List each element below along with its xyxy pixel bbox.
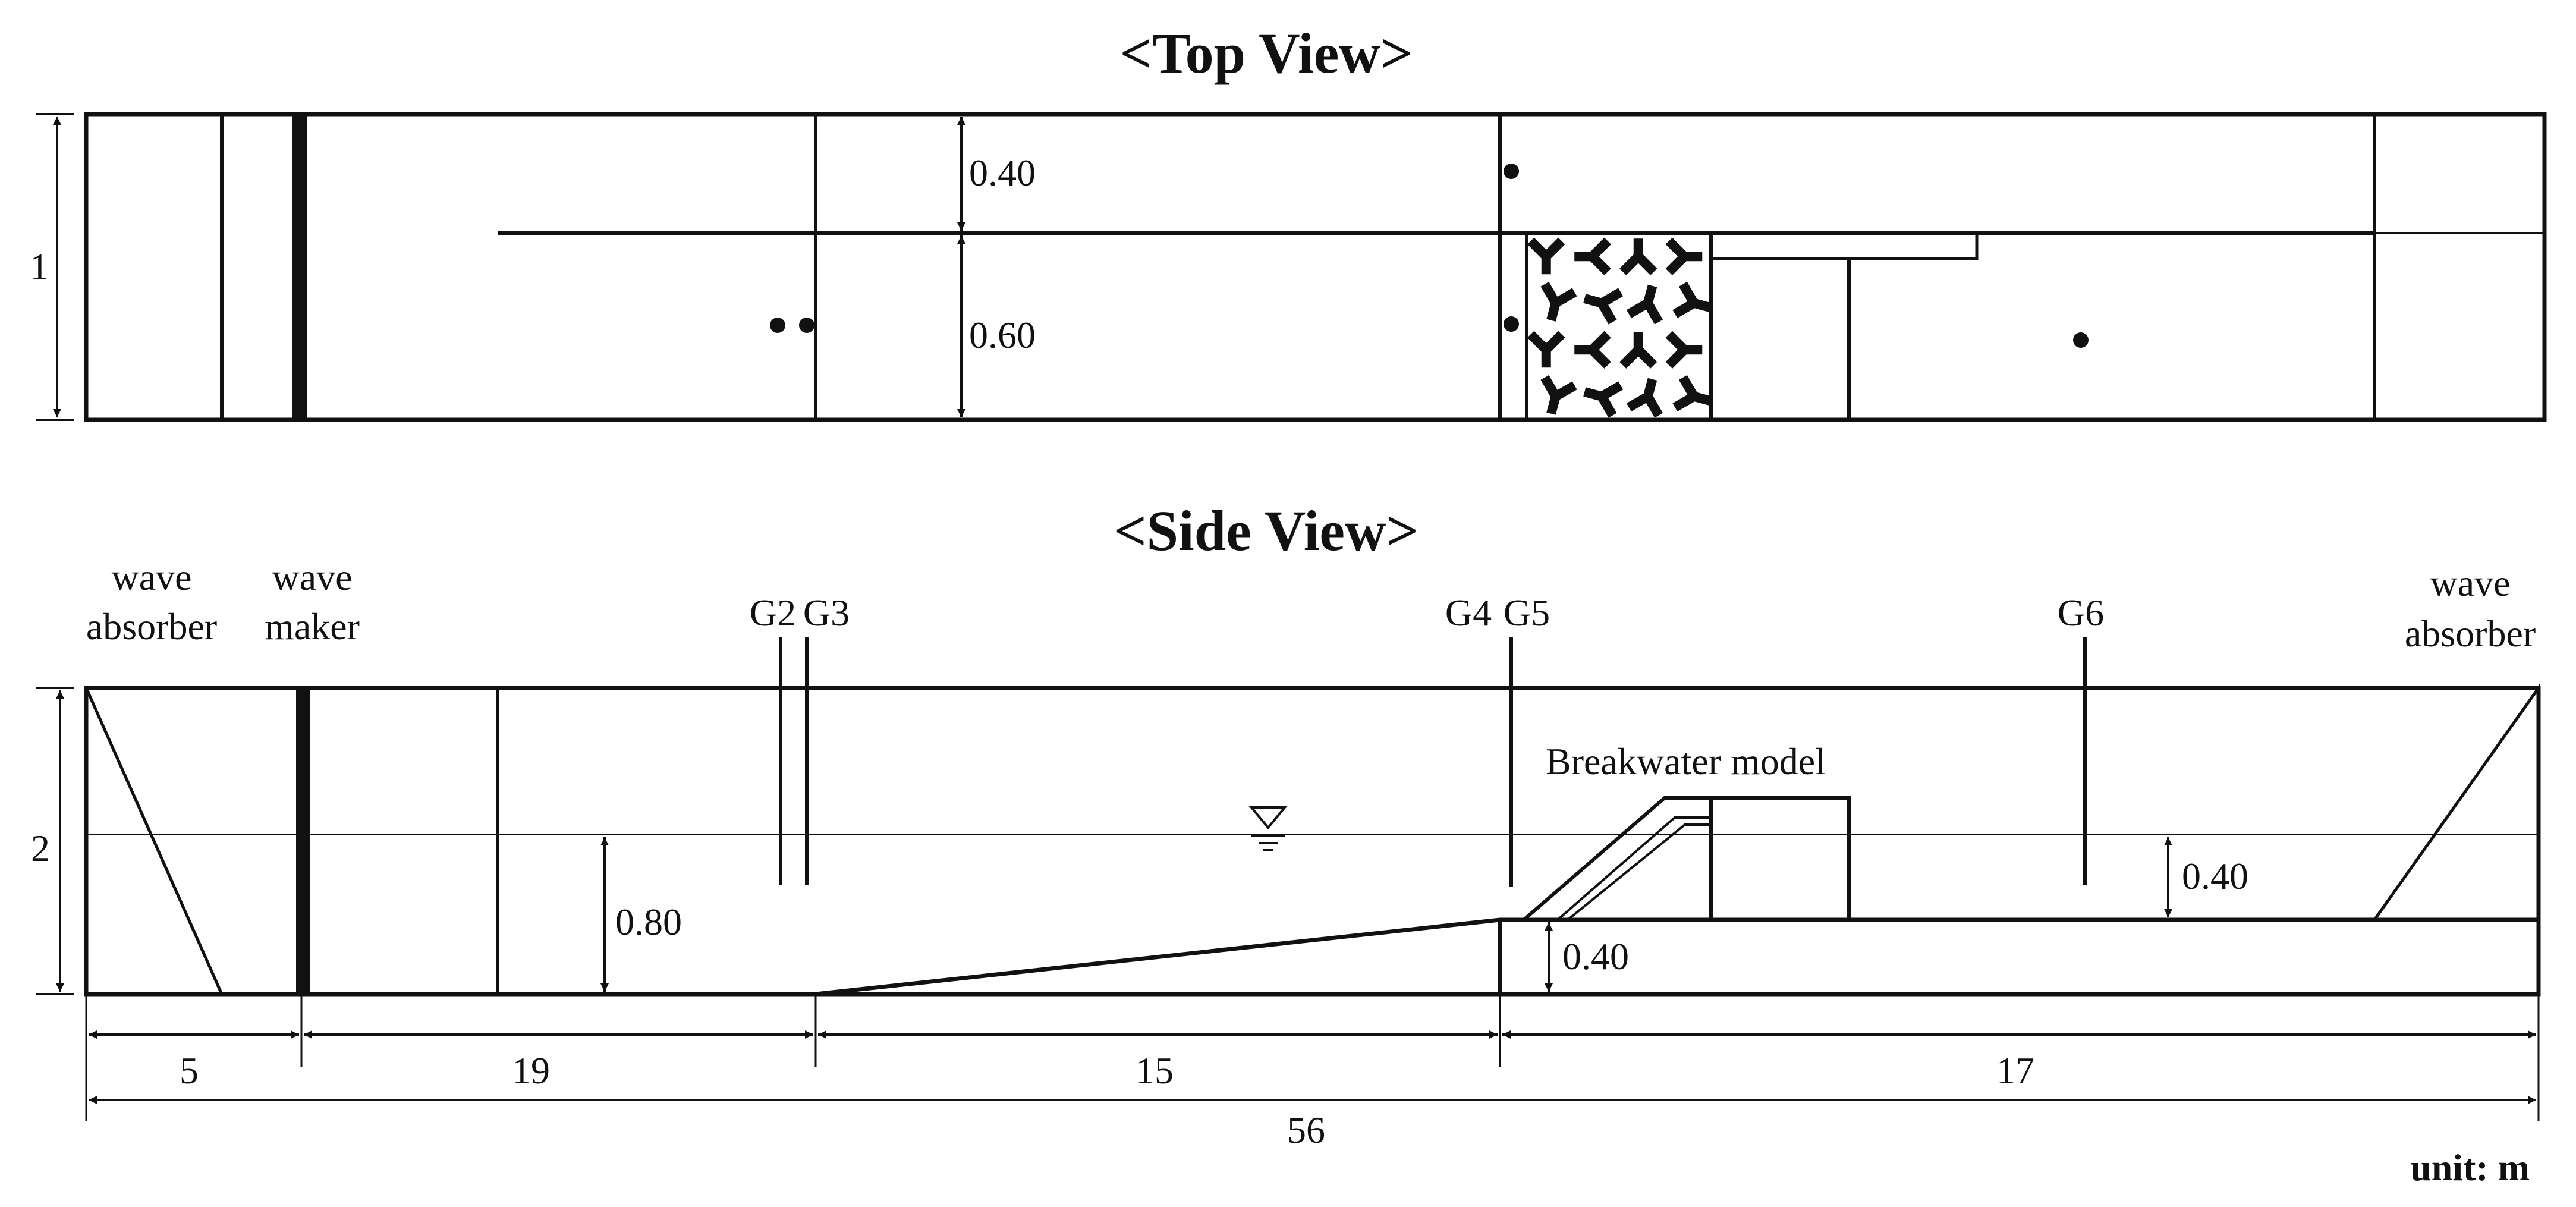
wave-absorber-left-label: wave (111, 556, 191, 598)
tetrapod-unit (1619, 332, 1657, 369)
breakwater-inner-layer (1567, 823, 1711, 921)
tetrapod-unit (1540, 281, 1577, 322)
side-view-title: <Side View> (1114, 499, 1418, 562)
wave-maker-paddle-side (296, 688, 310, 994)
top-view-title: <Top View> (1120, 21, 1413, 85)
gauge-label-g6: G6 (2058, 592, 2104, 634)
tetrapod-unit (1583, 381, 1624, 418)
gauge-dot-g3-top (799, 318, 814, 333)
tetrapod-unit (1583, 288, 1624, 325)
right-wave-absorber-side (2371, 683, 2540, 922)
top-view: 1 0.40 0.60 (30, 112, 2547, 422)
unit-label: unit: m (2410, 1146, 2530, 1189)
breakwater-rubble-slope (1523, 796, 1713, 922)
left-wave-absorber-top (84, 112, 224, 422)
upper-channel-label: 0.40 (969, 152, 1036, 194)
total-length-label: 56 (1287, 1109, 1325, 1151)
wave-absorber-right-label: absorber (2405, 612, 2536, 655)
right-wave-absorber-top (2373, 112, 2546, 422)
breakwater-model-label: Breakwater model (1546, 740, 1826, 782)
step-height-label: 0.40 (1562, 935, 1629, 977)
side-view: 2 0.80 0.40 0.40 (31, 637, 2541, 997)
slope-and-step (815, 917, 2539, 997)
wave-maker-label: wave (272, 556, 352, 598)
side-view-labels: wave absorber wave maker wave absorber G… (86, 556, 2536, 782)
lower-channel-label: 0.60 (969, 314, 1036, 356)
length-dimensions: 5 19 15 17 56 (85, 994, 2540, 1151)
tetrapod-unit (1574, 331, 1611, 369)
top-width-label: 1 (30, 246, 49, 288)
top-view-flume-outline (84, 112, 2547, 422)
gauge-label-g2: G2 (750, 592, 796, 634)
tetrapod-unit (1626, 378, 1663, 418)
tetrapod-armor-icon (1527, 237, 1713, 418)
seg-3-label: 15 (1136, 1049, 1174, 1092)
tetrapod-unit (1574, 237, 1611, 275)
water-level-triangle-icon (1248, 806, 1288, 851)
gauge-label-g5: G5 (1504, 592, 1550, 634)
gauge-label-g4: G4 (1445, 592, 1492, 634)
tetrapod-unit (1665, 237, 1703, 275)
wave-maker-paddle-top (292, 114, 307, 420)
side-height-label: 2 (31, 827, 50, 869)
seg-2-label: 19 (512, 1049, 550, 1092)
breakwater-caisson (1709, 796, 1851, 922)
tetrapod-unit (1527, 331, 1565, 368)
caisson-crown-top (1711, 231, 1979, 260)
wave-absorber-right-label: wave (2430, 562, 2510, 604)
tetrapod-unit (1665, 331, 1703, 369)
tetrapod-unit (1619, 238, 1657, 275)
breakwater-armor-top (1525, 231, 1713, 422)
gauge-dot-g2-top (770, 318, 785, 333)
tetrapod-unit (1540, 375, 1577, 415)
crest-to-water-label: 0.40 (2182, 855, 2248, 897)
seg-1-label: 5 (180, 1049, 199, 1092)
seg-4-label: 17 (1996, 1049, 2034, 1092)
gauge-dot-g5-top (1504, 316, 1519, 332)
gauge-dot-g6-top (2073, 332, 2089, 348)
side-view-flume-outline (84, 686, 2541, 997)
tetrapod-unit (1527, 237, 1565, 275)
tetrapod-unit (1626, 284, 1663, 325)
gauge-dot-g4-top (1504, 164, 1519, 179)
water-depth-label: 0.80 (615, 901, 682, 943)
gauge-label-g3: G3 (803, 592, 850, 634)
wave-absorber-left-label: absorber (86, 605, 217, 647)
tetrapod-unit (1672, 375, 1713, 412)
tetrapod-unit (1672, 281, 1713, 319)
left-wave-absorber-side (84, 687, 224, 996)
wave-maker-label: maker (265, 605, 360, 647)
